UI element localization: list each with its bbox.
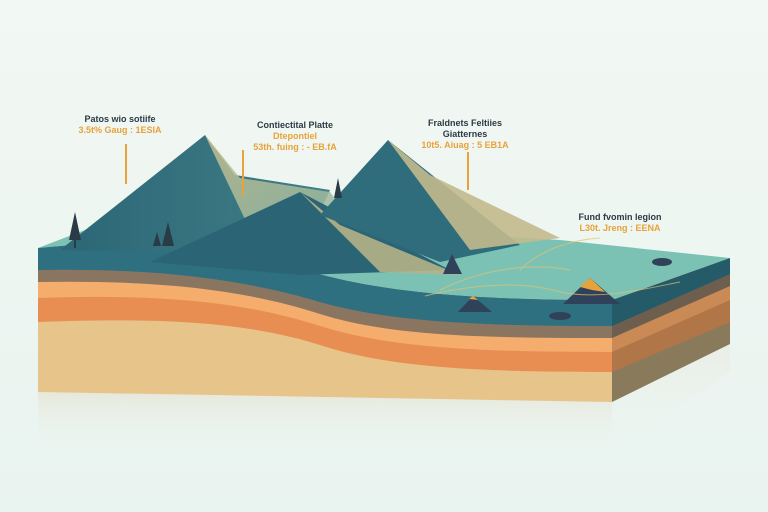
label-4-title: Fund fvomin legion: [578, 212, 662, 222]
label-3: Fraldnets Feltiies Giatternes 10t5. Aiua…: [405, 118, 525, 151]
label-1-subtitle: 3.5t% Gaug : 1ESIA: [78, 125, 162, 135]
label-3-title2: Giatternes: [442, 129, 488, 139]
label-2-subtitle2: Dtepontiel: [273, 131, 317, 141]
label-4-subtitle: L30t. Jreng : EENA: [579, 223, 661, 233]
front-strata: [38, 242, 612, 402]
label-1-pointer: [125, 144, 127, 184]
label-3-title: Fraldnets Feltiies: [427, 118, 503, 128]
label-3-pointer: [467, 152, 469, 190]
mountain-range: [60, 135, 560, 275]
side-strata: [612, 258, 730, 402]
label-1-title: Patos wio sotiife: [84, 114, 156, 124]
rock-formations: [443, 254, 672, 320]
label-2-title: Contiectital Platte: [256, 120, 333, 130]
label-1: Patos wio sotiife 3.5t% Gaug : 1ESIA: [55, 114, 185, 136]
label-2: Contiectital Platte Dtepontiel 53th. fui…: [235, 120, 355, 153]
trees: [69, 178, 342, 248]
label-4: Fund fvomin legion L30t. Jreng : EENA: [565, 212, 675, 234]
label-2-pointer: [242, 150, 244, 196]
label-2-subtitle: 53th. fuing : - EB.fA: [253, 142, 337, 152]
fault-lines: [424, 237, 681, 297]
label-3-subtitle: 10t5. Aiuag : 5 EB1A: [421, 140, 509, 150]
